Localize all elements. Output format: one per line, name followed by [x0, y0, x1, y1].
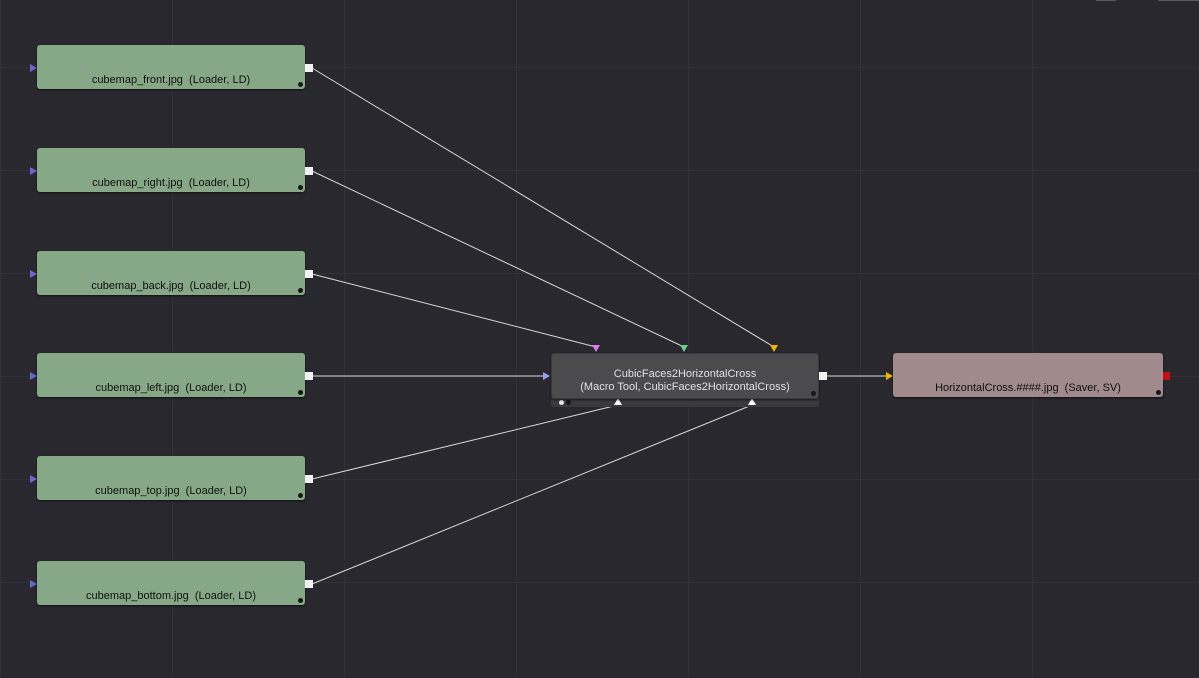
input-arrow-icon[interactable] — [30, 167, 37, 175]
input-top-icon[interactable] — [614, 398, 622, 405]
node-dot-icon — [298, 598, 303, 603]
output-port[interactable] — [305, 167, 313, 175]
node-dot-icon — [1156, 390, 1161, 395]
saver-input-icon[interactable] — [886, 372, 893, 380]
wire-right-to-macro[interactable] — [311, 170, 685, 348]
input-arrow-icon[interactable] — [30, 475, 37, 483]
macro-node-title: CubicFaces2HorizontalCross — [613, 368, 757, 380]
node-dot-icon — [298, 288, 303, 293]
node-label: cubemap_back.jpg (Loader, LD) — [91, 280, 251, 292]
node-dot-icon — [298, 390, 303, 395]
loader-node-back[interactable]: cubemap_back.jpg (Loader, LD) — [37, 251, 305, 295]
loader-node-bottom[interactable]: cubemap_bottom.jpg (Loader, LD) — [37, 561, 305, 605]
wire-bottom-to-macro[interactable] — [311, 404, 753, 585]
input-arrow-icon[interactable] — [30, 580, 37, 588]
input-back-icon[interactable] — [592, 345, 600, 352]
saver-node[interactable]: HorizontalCross.####.jpg (Saver, SV) — [893, 353, 1163, 397]
node-label: cubemap_right.jpg (Loader, LD) — [92, 177, 250, 189]
output-port[interactable] — [305, 475, 313, 483]
wire-front-to-macro[interactable] — [311, 67, 775, 348]
loader-node-top[interactable]: cubemap_top.jpg (Loader, LD) — [37, 456, 305, 500]
loader-node-right[interactable]: cubemap_right.jpg (Loader, LD) — [37, 148, 305, 192]
macro-node-subtitle: (Macro Tool, CubicFaces2HorizontalCross) — [580, 381, 790, 393]
wire-top-to-macro[interactable] — [311, 404, 619, 480]
loader-node-front[interactable]: cubemap_front.jpg (Loader, LD) — [37, 45, 305, 89]
node-label: cubemap_top.jpg (Loader, LD) — [95, 485, 247, 497]
node-label: cubemap_front.jpg (Loader, LD) — [91, 74, 251, 86]
macro-node-cubicfaces[interactable]: CubicFaces2HorizontalCross (Macro Tool, … — [551, 353, 819, 399]
node-label: cubemap_bottom.jpg (Loader, LD) — [86, 590, 256, 602]
output-port[interactable] — [819, 372, 827, 380]
top-edge-handle — [1096, 0, 1116, 1]
input-right-icon[interactable] — [680, 345, 688, 352]
input-front-icon[interactable] — [770, 345, 778, 352]
input-left-icon[interactable] — [543, 372, 550, 380]
input-bottom-icon[interactable] — [748, 398, 756, 405]
node-dot-icon — [298, 185, 303, 190]
output-port[interactable] — [305, 270, 313, 278]
status-dot-icon — [559, 400, 564, 405]
top-edge-handle — [1158, 0, 1199, 1]
macro-node-footer — [551, 398, 819, 407]
input-arrow-icon[interactable] — [30, 64, 37, 72]
node-dot-icon — [298, 493, 303, 498]
node-dot-icon — [298, 82, 303, 87]
node-label: cubemap_left.jpg (Loader, LD) — [95, 382, 247, 394]
output-port[interactable] — [305, 372, 313, 380]
output-port[interactable] — [305, 580, 313, 588]
wire-back-to-macro[interactable] — [311, 273, 597, 348]
saver-output-port[interactable] — [1163, 372, 1170, 380]
input-arrow-icon[interactable] — [30, 372, 37, 380]
status-dot-icon — [566, 400, 571, 405]
output-port[interactable] — [305, 64, 313, 72]
input-arrow-icon[interactable] — [30, 270, 37, 278]
node-label: HorizontalCross.####.jpg (Saver, SV) — [935, 382, 1121, 394]
node-dot-icon — [811, 391, 816, 396]
loader-node-left[interactable]: cubemap_left.jpg (Loader, LD) — [37, 353, 305, 397]
